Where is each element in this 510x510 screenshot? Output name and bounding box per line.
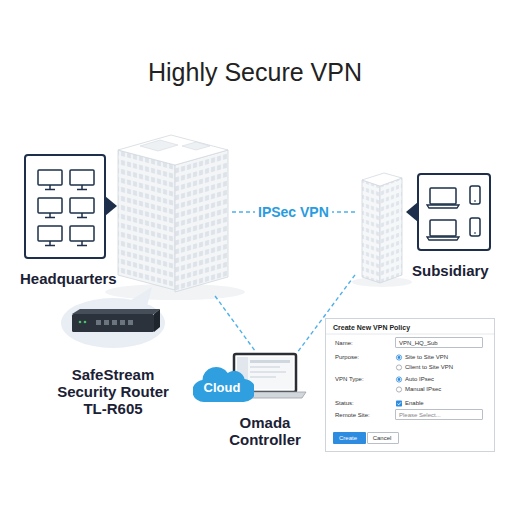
controller-laptop: Omada Controller (222, 352, 311, 452)
cloud-label: Cloud (193, 380, 251, 395)
checkbox-option: Enable (405, 400, 424, 407)
site-headquarters: Headquarters (15, 128, 232, 296)
panel-heading: Create New VPN Policy (333, 324, 410, 332)
site-label: Subsidiary (412, 262, 489, 279)
field-label: Name: (335, 340, 353, 347)
vpn-link (215, 296, 256, 352)
text-input: VPN_HQ_Sub (395, 337, 483, 348)
router-callout: SafeStream Security Router TL-R605 (38, 296, 188, 418)
button-label: Create (333, 435, 363, 442)
placeholder-text: Please Select... (399, 412, 441, 419)
cloud-shape: Cloud (193, 366, 254, 404)
cloud-outline (193, 367, 254, 402)
radio-option: Client to Site VPN (405, 364, 453, 371)
input-value: VPN_HQ_Sub (399, 340, 438, 347)
primary-button: Create (333, 432, 366, 444)
field-label: VPN Type: (335, 376, 364, 383)
radio-option: Site to Site VPN (405, 354, 448, 361)
field-label: Purpose: (335, 354, 359, 361)
site-label: Headquarters (20, 270, 117, 287)
dropdown-select: Please Select... (395, 409, 483, 420)
link-label: IPSec VPN (255, 204, 332, 220)
radio-option: Auto IPsec (405, 376, 434, 383)
vpn-policy-panel: Create New VPN PolicyName: Purpose: Site t… (325, 318, 495, 452)
device-label: Omada Controller (222, 414, 308, 448)
field-label: Status: (335, 400, 354, 407)
button-label: Cancel (368, 435, 396, 442)
field-label: Remote Site: (335, 412, 370, 419)
secondary-button: Cancel (367, 432, 399, 444)
radio-option: Manual IPsec (405, 386, 441, 393)
vpn-link (298, 275, 355, 352)
title-text: Highly Secure VPN (0, 57, 510, 87)
site-subsidiary: Subsidiary (355, 168, 497, 284)
device-label: SafeStream Security Router TL-R605 (48, 366, 178, 417)
